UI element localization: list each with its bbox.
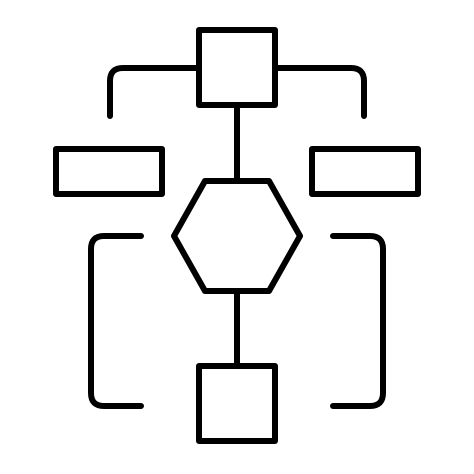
- hexagon-node: [171, 178, 303, 294]
- left-bracket: [88, 233, 144, 409]
- right-bracket: [330, 233, 386, 409]
- left-rectangle-node: [53, 146, 165, 197]
- top-left-connector: [107, 65, 202, 119]
- top-square-node: [196, 27, 278, 108]
- bottom-square-node: [196, 363, 278, 444]
- right-rectangle-node: [309, 146, 421, 197]
- top-right-connector: [272, 65, 367, 119]
